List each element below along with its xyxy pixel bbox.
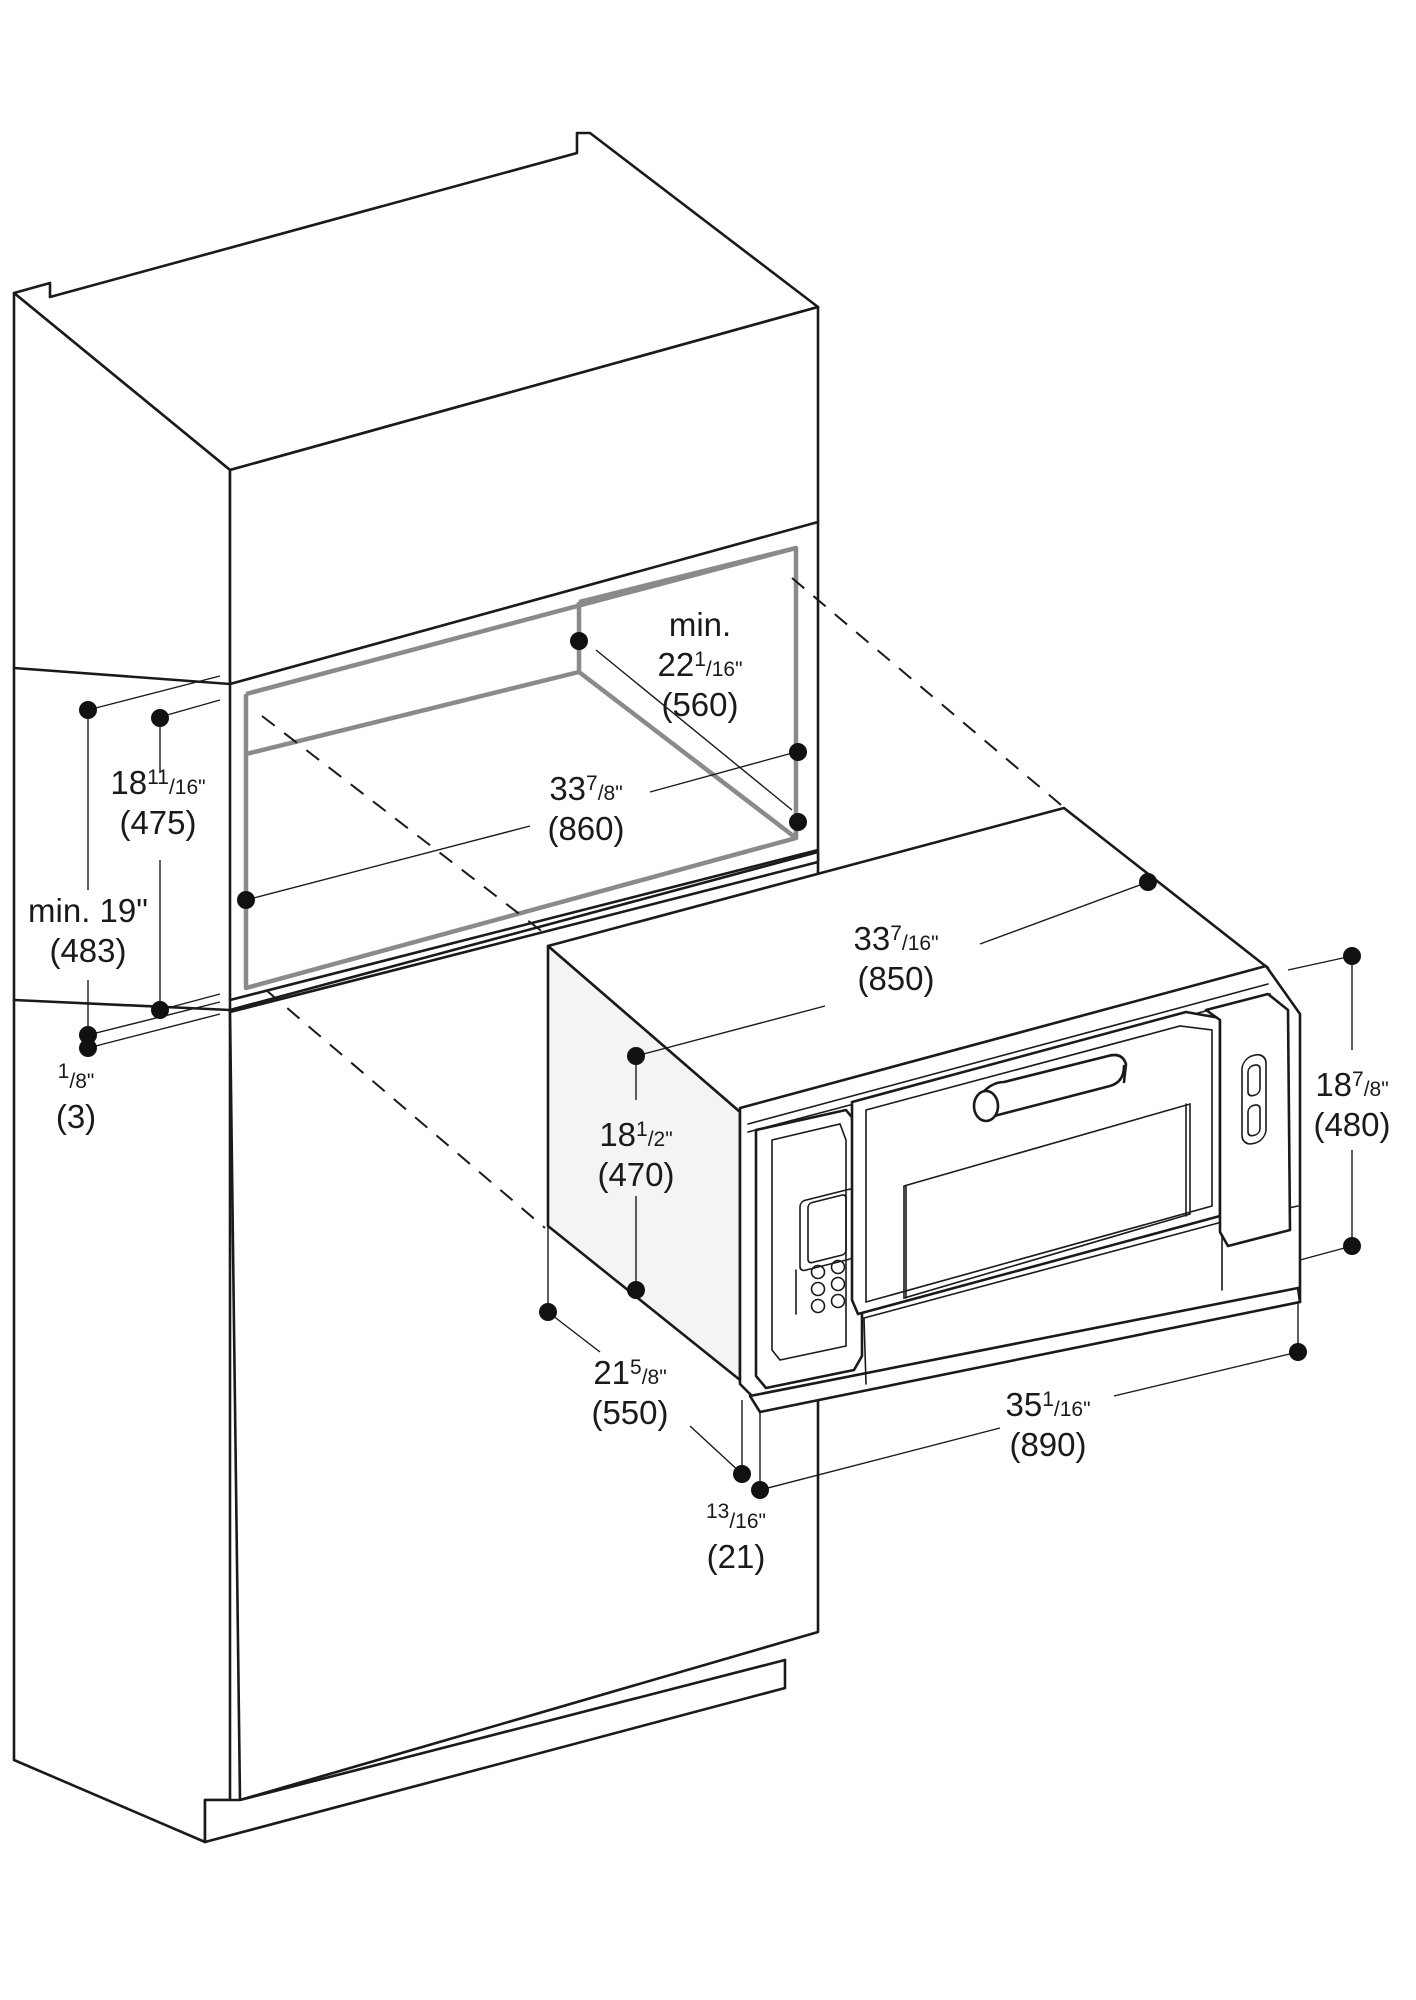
keypad-button[interactable]	[830, 1276, 846, 1292]
dimension-label-line: 337/8"	[549, 770, 622, 807]
dimension-label-min-height: min. 19"(483)	[28, 892, 148, 969]
dimension-label-line: 221/16"	[657, 646, 742, 683]
dimension-label-line: min. 19"	[28, 892, 148, 929]
dimension-label-line: (850)	[857, 960, 934, 997]
oven-bottom-trim	[748, 1286, 1302, 1414]
dimension-lines	[87, 649, 1353, 1491]
dimension-label-line: (475)	[119, 804, 196, 841]
keypad-button[interactable]	[810, 1298, 826, 1314]
dimension-label-line: (3)	[56, 1098, 96, 1135]
dimension-label-front-height: 187/8"(480)	[1313, 1066, 1390, 1143]
control-knobs	[1241, 1052, 1267, 1146]
dimension-label-line: (470)	[597, 1156, 674, 1193]
dimension-label-line: 13/16"	[706, 1500, 766, 1533]
dimension-label-line: min.	[669, 606, 731, 643]
dimension-label-line: 215/8"	[593, 1354, 666, 1391]
dimension-label-line: 337/16"	[853, 920, 938, 957]
dimension-label-line: 1811/16"	[110, 764, 205, 801]
dimension-label-line: 1/8"	[58, 1060, 95, 1093]
dimension-markers	[79, 632, 1361, 1499]
control-knob[interactable]	[1241, 1052, 1267, 1146]
dimension-label-line: 181/2"	[599, 1116, 672, 1153]
dimension-label-line: (550)	[591, 1394, 668, 1431]
dimension-label-line: 187/8"	[1315, 1066, 1388, 1103]
oven-appliance	[546, 806, 1302, 1414]
cabinet-left-side-lower	[12, 998, 232, 1844]
keypad-button[interactable]	[830, 1259, 846, 1275]
keypad-button[interactable]	[810, 1264, 826, 1280]
dimension-label-line: (860)	[547, 810, 624, 847]
dimension-label-line: (483)	[49, 932, 126, 969]
dimension-label-line: (480)	[1313, 1106, 1390, 1143]
door-window-frame	[865, 1025, 1213, 1304]
dimension-label-housing-width: 337/16"(850)	[853, 920, 938, 997]
dimension-label-line: (21)	[707, 1538, 766, 1575]
cabinet-plinth	[203, 1658, 787, 1844]
display-screen	[807, 1194, 847, 1264]
control-panel	[754, 1108, 864, 1390]
dimension-label-housing-depth: 215/8"(550)	[591, 1354, 668, 1431]
door-handle[interactable]	[972, 1053, 1128, 1123]
dimension-label-line: 351/16"	[1005, 1386, 1090, 1423]
dimension-labels: min.221/16"(560) 337/8"(860) 1811/16"(47…	[28, 606, 1390, 1575]
dimension-label-gap-eighth: 1/8" (3)	[56, 1060, 96, 1135]
control-panel-inner	[771, 1123, 847, 1361]
projection-lines	[261, 577, 1151, 1229]
dimension-label-line: (560)	[661, 686, 738, 723]
keypad-button[interactable]	[830, 1293, 846, 1309]
dimension-label-housing-height: 181/2"(470)	[597, 1116, 674, 1193]
door-window	[903, 1102, 1191, 1300]
dimension-label-cutout-height: 1811/16"(475)	[110, 764, 205, 841]
dimension-label-line: (890)	[1009, 1426, 1086, 1463]
dimension-label-cutout-width: 337/8"(860)	[547, 770, 624, 847]
dimension-label-front-projection: 13/16" (21)	[706, 1500, 766, 1575]
dimension-label-front-width: 351/16"(890)	[1005, 1386, 1090, 1463]
keypad-button[interactable]	[810, 1281, 826, 1297]
dimension-label-cutout-depth: min.221/16"(560)	[657, 606, 742, 723]
